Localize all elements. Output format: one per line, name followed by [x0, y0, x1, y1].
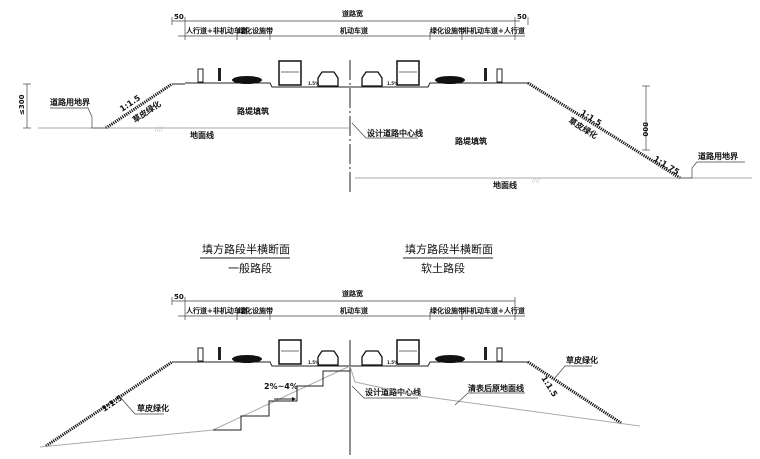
bus-icon	[278, 60, 302, 86]
cross-slope-mark: 1.5%	[308, 81, 319, 86]
green-right-label: 绿化设施带	[430, 26, 465, 35]
shrub-icon	[232, 355, 262, 363]
grass-label-bottom-right: 草皮绿化	[566, 355, 598, 365]
section-titles: 填方路段半横断面 一般路段 填方路段半横断面 软土路段	[200, 242, 493, 275]
pedestrian-icon	[496, 347, 503, 362]
road-width-label-bottom: 道路宽	[342, 289, 363, 298]
bottom-left-embankment: 2%~4% 1:1.5 草皮绿化	[39, 360, 351, 448]
shrub-icon	[435, 76, 465, 84]
slope-ratio-right-lower: 1:1.75	[652, 154, 681, 177]
height-dim-left: ≤300	[18, 94, 26, 115]
bottom-dimension-header: 50 道路宽 人行道+非机动车道 绿化设施带 机动车道 绿化设施带 非机动车道+…	[171, 289, 525, 320]
ground-hatch-mark: ////	[155, 126, 164, 133]
slope-ratio-left: 1:1.5	[118, 93, 142, 114]
subtitle-right: 软土路段	[421, 261, 465, 275]
bus-icon	[278, 339, 302, 365]
title-right: 填方路段半横断面	[405, 242, 493, 256]
green-left-label: 绿化设施带	[238, 26, 273, 35]
land-boundary-right: 道路用地界	[698, 151, 739, 161]
cyclist-icon	[484, 347, 487, 360]
ground-line-label-left: 地面线	[190, 130, 214, 140]
sidewalk-left-label: 人行道+非机动车道	[186, 26, 248, 35]
height-dim-right: 800	[641, 122, 649, 137]
top-centerline-label: 设计道路中心线	[367, 128, 423, 138]
top-dimension-header: 50 50 道路宽 人行道+非机动车道 绿化设施带 机动车道 绿化设施带 非机动…	[171, 9, 529, 40]
title-left: 填方路段半横断面	[202, 242, 290, 256]
pedestrian-icon	[496, 68, 503, 83]
car-icon	[317, 71, 339, 87]
subtitle-left: 一般路段	[228, 261, 272, 275]
top-left-embankment: 道路用地界 ≤300 1:1.5 草皮绿化 路堤填筑 地面线 ////	[18, 82, 350, 140]
land-boundary-left: 道路用地界	[50, 97, 91, 107]
step-grade-label: 2%~4%	[264, 382, 298, 391]
bus-icon	[396, 339, 420, 365]
ground-line-label-right: 地面线	[493, 180, 517, 190]
motor-lane-label-bottom: 机动车道	[340, 306, 368, 315]
car-icon	[361, 350, 383, 366]
pedestrian-icon	[197, 68, 204, 83]
bottom-centerline-label: 设计道路中心线	[365, 387, 421, 397]
cyclist-icon	[484, 68, 487, 81]
edge-width-left-bottom: 50	[174, 293, 184, 301]
cross-slope-mark: 1.5%	[387, 360, 398, 365]
edge-width-right: 50	[517, 13, 527, 21]
ground-hatch-mark: ////	[532, 177, 541, 184]
cross-slope-mark: 1.5%	[387, 81, 398, 86]
green-right-label-bottom: 绿化设施带	[430, 306, 465, 315]
cross-slope-mark: 1.5%	[308, 360, 319, 365]
road-width-label: 道路宽	[342, 9, 363, 18]
pedestrian-icon	[197, 347, 204, 362]
slope-ratio-bottom-left: 1:1.5	[100, 393, 124, 414]
sidewalk-left-label-bottom: 人行道+非机动车道	[186, 306, 248, 315]
cyclist-icon	[218, 68, 221, 81]
bottom-road-surface: 1.5% 1.5%	[172, 339, 528, 367]
sidewalk-right-label-bottom: 非机动车道+人行道	[463, 306, 525, 315]
top-road-surface: 1.5% 1.5%	[185, 60, 515, 88]
fill-label-right: 路堤填筑	[455, 136, 487, 146]
shrub-icon	[435, 355, 465, 363]
car-icon	[361, 71, 383, 87]
original-ground-label: 清表后原地面线	[468, 383, 524, 393]
slope-ratio-bottom-right: 1:1.5	[539, 374, 559, 399]
car-icon	[317, 350, 339, 366]
cyclist-icon	[218, 347, 221, 360]
shrub-icon	[232, 76, 262, 84]
edge-width-left: 50	[174, 13, 184, 21]
fill-label-left: 路堤填筑	[237, 106, 269, 116]
motor-lane-label: 机动车道	[340, 26, 368, 35]
bus-icon	[396, 60, 420, 86]
grass-label-bottom-left: 草皮绿化	[137, 403, 169, 413]
sidewalk-right-label: 非机动车道+人行道	[463, 26, 525, 35]
green-left-label-bottom: 绿化设施带	[238, 306, 273, 315]
